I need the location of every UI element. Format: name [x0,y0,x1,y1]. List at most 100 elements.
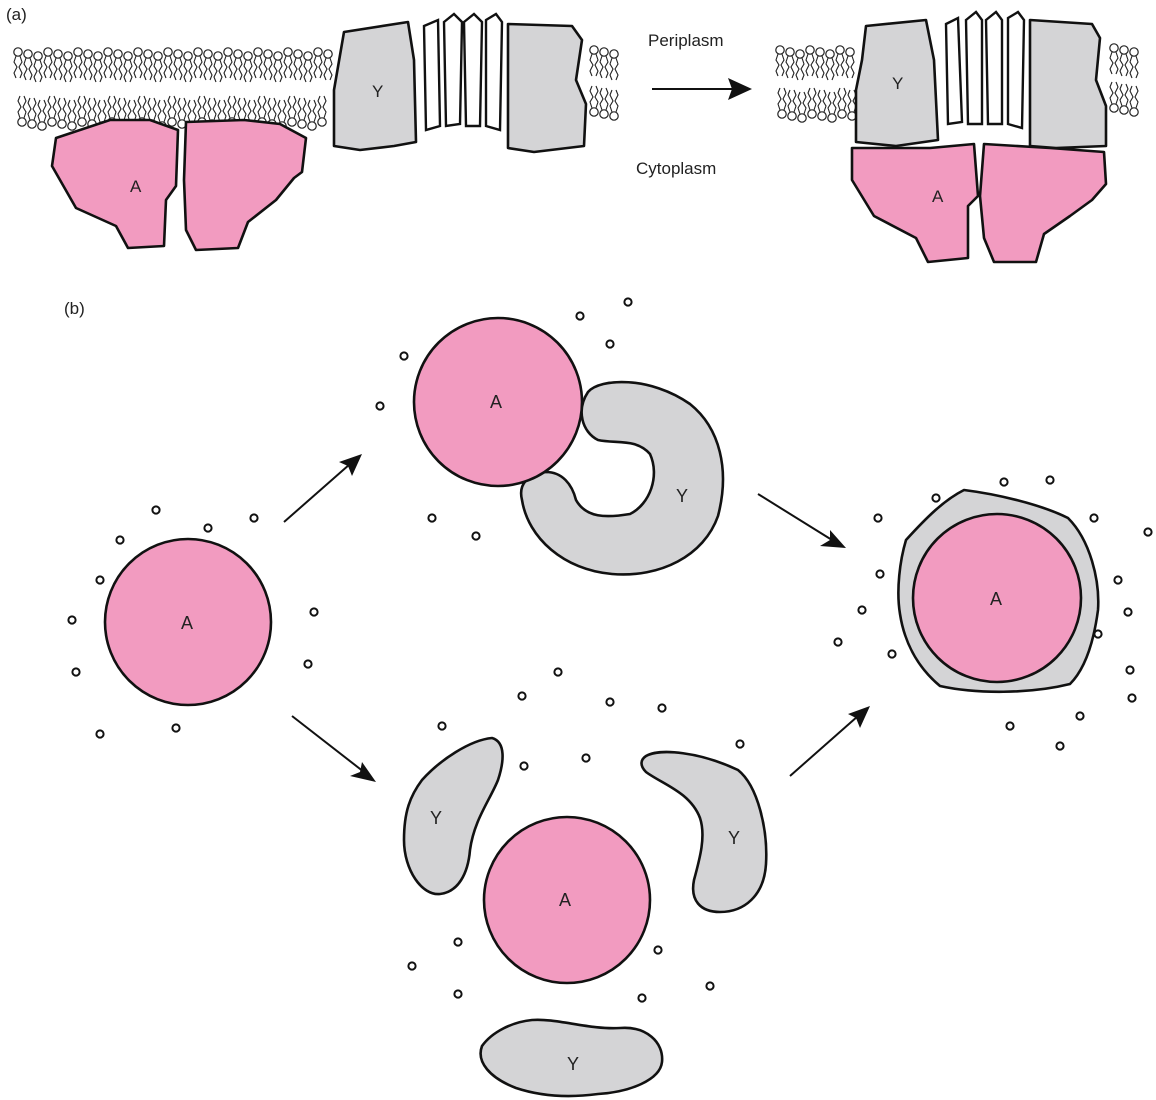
solute-dot [606,340,613,347]
lipid-upper-leaflet [124,52,132,82]
lipid-upper-leaflet [836,46,844,76]
solute-dot [172,724,179,731]
solute-dot [1000,478,1007,485]
lipid-upper-leaflet [826,50,834,80]
solute-dot [1076,712,1083,719]
lipid-lower-leaflet [808,88,816,118]
solute-dot [68,616,75,623]
arrow-bottom-to-enclosed [790,706,870,776]
lipid-lower-leaflet [788,90,796,120]
solute-dot [454,990,461,997]
lipid-upper-leaflet [776,46,784,76]
transition-arrow-a [652,78,752,100]
lipid-lower-leaflet [38,100,46,130]
solute-dot [400,352,407,359]
solute-dot [1090,514,1097,521]
solute-dot [310,608,317,615]
protein-a-label: A [932,187,944,206]
solute-dot [624,298,631,305]
solute-dot [1046,476,1053,483]
lipid-upper-leaflet [64,52,72,82]
lipid-upper-leaflet [244,52,252,82]
lipid-upper-leaflet [796,50,804,80]
lipid-upper-leaflet [284,48,292,78]
protein-a-label: A [181,613,193,633]
lipid-lower-leaflet [818,90,826,120]
solute-dot [518,692,525,699]
protein-a-dimer-right [852,144,1106,262]
solute-dot [1126,666,1133,673]
lipid-upper-leaflet [104,48,112,78]
lipid-upper-leaflet [786,48,794,78]
lipid-upper-leaflet [84,50,92,80]
transmembrane-helix [946,18,962,124]
lipid-lower-leaflet [1120,84,1128,114]
solute-dot [1094,630,1101,637]
solute-dot [888,650,895,657]
solute-dot [250,514,257,521]
protein-a-right-subunit [980,144,1106,262]
lipid-upper-leaflet [294,50,302,80]
lipid-upper-leaflet [114,50,122,80]
solute-dot [438,722,445,729]
solute-dot [96,730,103,737]
transmembrane-helix [486,14,502,130]
protein-y-fragment-left [404,738,503,894]
transmembrane-helix [424,20,440,130]
lipid-upper-leaflet [816,48,824,78]
lipid-lower-leaflet [838,88,846,118]
lipid-lower-leaflet [798,92,806,122]
lipid-upper-leaflet [304,52,312,82]
solute-dot [472,532,479,539]
lipid-upper-leaflet [94,52,102,82]
lipid-upper-leaflet [314,48,322,78]
lipid-upper-leaflet [806,46,814,76]
arrow-top-to-enclosed [758,494,846,548]
solute-dot [204,524,211,531]
transmembrane-helix [444,14,462,126]
lipid-lower-leaflet [48,96,56,126]
solute-dot [576,312,583,319]
lipid-upper-leaflet [144,50,152,80]
lipid-upper-leaflet [324,50,332,80]
lipid-upper-leaflet [184,52,192,82]
periplasm-label: Periplasm [648,31,724,50]
solute-dot [152,506,159,513]
solute-dot [876,570,883,577]
lipid-upper-leaflet [846,48,854,78]
lipid-upper-leaflet [54,50,62,80]
lipid-upper-leaflet [34,52,42,82]
lipid-upper-leaflet [264,50,272,80]
lipid-upper-leaflet [590,46,598,76]
solute-dot [1144,528,1151,535]
lipid-lower-leaflet [28,98,36,128]
solute-dot [658,704,665,711]
lipid-lower-leaflet [828,92,836,122]
lipid-upper-leaflet [174,50,182,80]
protein-a-dimer-left [52,120,306,250]
solute-dot [408,962,415,969]
lipid-lower-leaflet [1130,86,1138,116]
protein-a-right-subunit [184,120,306,250]
lipid-upper-leaflet [134,48,142,78]
lipid-upper-leaflet [154,52,162,82]
transmembrane-helix [986,12,1002,124]
lipid-lower-leaflet [778,88,786,118]
lipid-upper-leaflet [600,48,608,78]
protein-y-label: Y [676,486,688,506]
transmembrane-helix [1008,12,1024,128]
solute-dot [834,638,841,645]
protein-y-label: Y [728,828,740,848]
solute-dot [638,994,645,1001]
lipid-lower-leaflet [58,98,66,128]
lipid-upper-leaflet [24,50,32,80]
lipid-upper-leaflet [164,48,172,78]
solute-dot [606,698,613,705]
protein-a-label: A [490,392,502,412]
lipid-upper-leaflet [610,50,618,80]
protein-y-fragment-right [642,752,767,912]
lipid-lower-leaflet [610,90,618,120]
solute-dot [428,514,435,521]
panel-label-b: (b) [64,299,85,318]
protein-y-label: Y [430,808,442,828]
